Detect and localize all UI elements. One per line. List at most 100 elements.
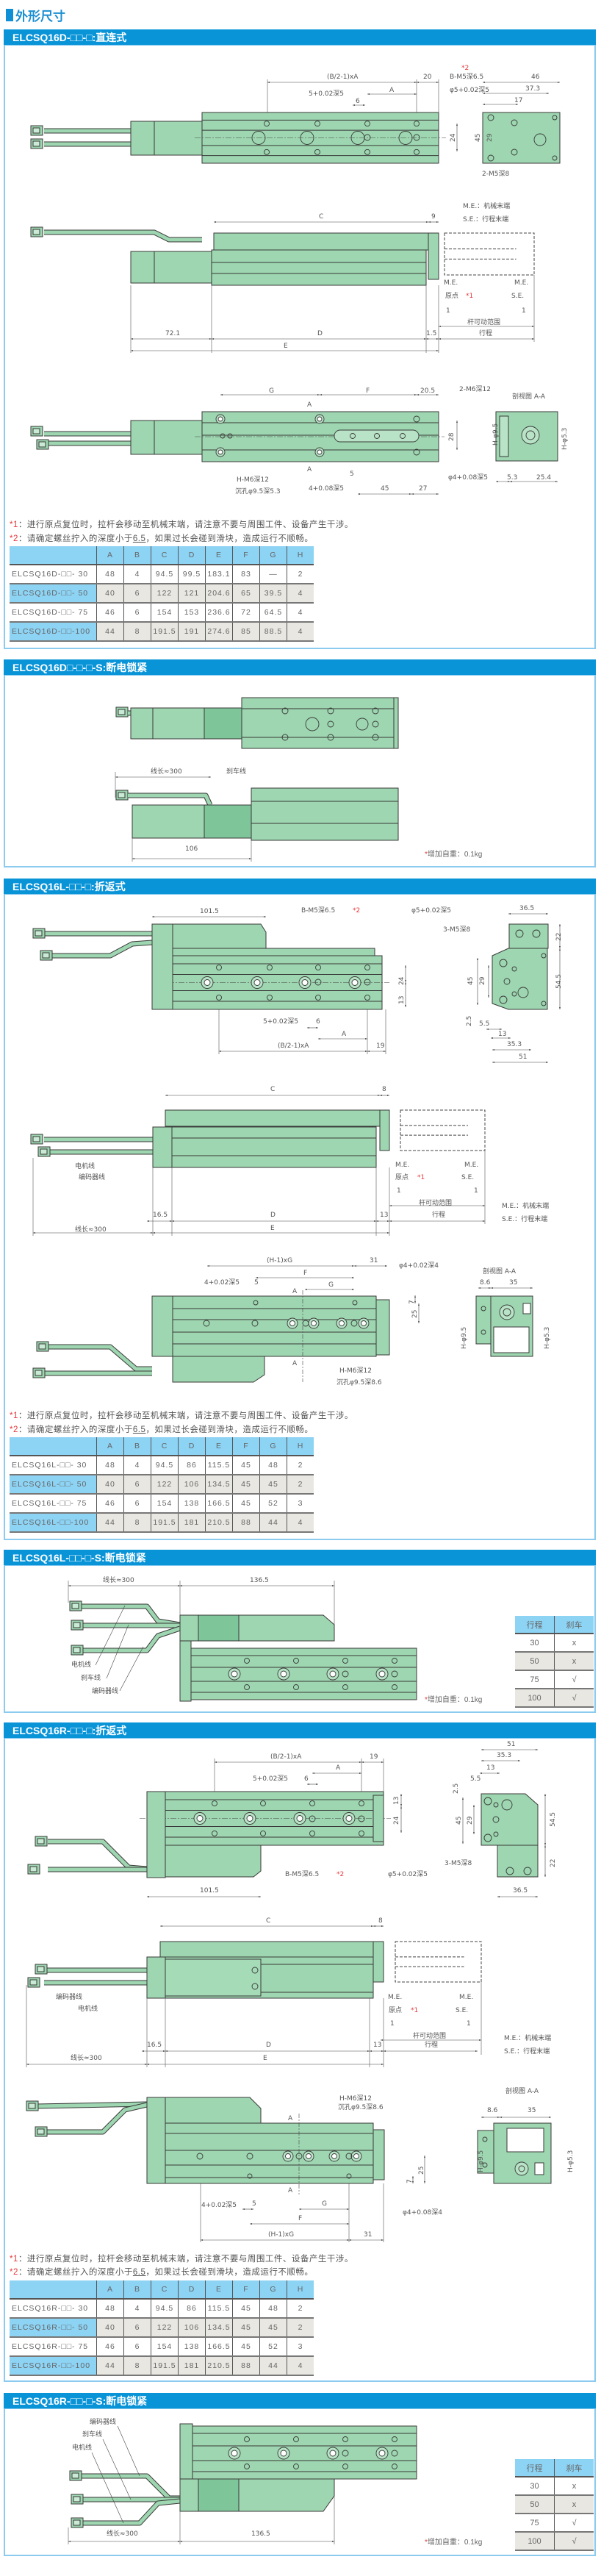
dimension-label: A [342,1031,347,1038]
dimension-label: H-φ9.5 [461,1326,468,1349]
value-cell: 181 [178,2356,206,2376]
dimension-label: 2.5 [466,1015,473,1026]
dimension-label: φ4+0.08深5 [448,474,488,482]
section-direct-brake-header: ELCSQ16D□-□-□-S:断电锁紧 [4,659,596,676]
dimension-label: A [336,1764,341,1772]
value-cell: 191.5 [151,622,179,642]
value-cell: 86 [178,1456,206,1475]
dimension-label: 编码器线 [79,1174,106,1181]
dimension-label: 4+0.02深5 [201,2202,237,2209]
value-cell: 138 [178,1494,206,1514]
section-fold-r-box [4,1739,596,2382]
value-cell: 86 [178,2299,206,2319]
dimension-label: 剖视图 A-A [512,393,546,401]
dimension-label: 杆可动范围 [413,2033,447,2040]
dimension-label: 19 [370,1753,378,1761]
note-2: *2：请确定螺丝拧入的深度小于6.5，如果过长会碰到滑块，造成运行不顺畅。 [10,2266,313,2278]
section-direct-brake-box [4,676,596,867]
dimension-label: 5.5 [479,1020,490,1028]
value-cell: 106 [178,1475,206,1495]
dimension-label: H-φ9.5 [492,423,500,446]
dimension-label: 29 [486,133,494,142]
note-2-text-end: ，如果过长会碰到滑块，造成运行不顺畅。 [145,2268,314,2277]
value-cell: 83 [232,565,260,584]
value-cell: 6 [123,603,151,623]
note-2-depth: 6.5 [132,1425,146,1434]
value-cell: 122 [151,584,179,604]
dimension-label: H-φ5.3 [567,2150,575,2172]
note-2-mark: *2 [10,2268,18,2277]
table-header-model [10,1437,97,1456]
dimension-label: S.E.：行程末端 [502,1216,548,1223]
dimension-label: M.E.：机械末端 [504,2035,552,2042]
dimension-label: 29 [467,1816,474,1825]
brake-cell: x [554,1634,594,1653]
dimension-label: F [366,387,370,395]
table-header-model [10,2280,97,2300]
dimension-label: M.E.：机械末端 [463,203,511,210]
dimension-label: *2 [337,1871,345,1878]
value-cell: 46 [96,603,124,623]
dimension-label: 刹车线 [82,2431,103,2439]
dimension-label: 13 [498,1031,507,1038]
value-cell: 88 [232,1513,260,1533]
value-cell: 4 [287,622,314,642]
dimension-label: 沉孔φ9.5深8.6 [338,2104,384,2111]
brake-cell: x [554,1652,594,1671]
value-cell: 44 [96,1513,124,1533]
dimension-label: 31 [370,1257,378,1264]
dimension-label: 1 [467,2020,471,2028]
dimension-label: 13 [393,1796,400,1805]
dimension-label: 35.3 [497,1752,512,1759]
drawing-fold-l-side [30,1095,486,1236]
dimension-label: *2 [461,65,469,72]
section-fold-l-brake-header: ELCSQ16L-□□-□-S:断电锁紧 [4,1550,596,1566]
dimension-label: 行程 [479,330,493,337]
drawing-direct-side-view [30,221,535,353]
dimension-label: 剖视图 A-A [483,1268,517,1276]
dimension-label: 行程 [432,1212,446,1219]
table-header-cell: H [287,2280,314,2300]
dimension-label: φ4+0.02深4 [399,1262,439,1270]
value-cell: 121 [178,584,206,604]
dimension-label: E [270,1225,275,1232]
drawing-brake-fold-l [68,1581,417,1702]
dimension-label: 8 [378,1917,383,1925]
stroke-cell: 100 [515,1689,555,1708]
weight-text: 增加自重：0.1kg [427,1696,483,1704]
table-header-cell: G [259,1437,287,1456]
model-cell: ELCSQ16D-□□-100 [10,622,97,642]
value-cell: 88 [232,2356,260,2376]
dimension-label: 7 [406,2179,414,2183]
drawing-fold-r-bottom [26,2097,552,2242]
value-cell: 94.5 [151,1456,179,1475]
value-cell: 106 [178,2318,206,2338]
dimension-label: H-φ9.5 [478,2150,485,2172]
value-cell: 45 [232,2318,260,2338]
value-cell: 181 [178,1513,206,1533]
added-weight-note: *增加自重：0.1kg [425,2536,482,2547]
dimension-label: 3-M5深8 [445,1860,472,1867]
table-row: 100√ [515,2532,594,2551]
value-cell: 210.5 [205,1513,233,1533]
note-2-depth: 6.5 [132,534,146,543]
brake-cell: x [554,2495,594,2514]
value-cell: 3 [287,1494,314,1514]
value-cell: 4 [123,565,151,584]
dimension-label: 剖视图 A-A [505,2088,539,2095]
value-cell: 88.5 [259,622,287,642]
model-cell: ELCSQ16L-□□- 50 [10,1475,97,1495]
dimension-label: 106 [185,845,198,853]
value-cell: 52 [259,2337,287,2357]
dimension-label: 45 [467,976,475,985]
note-1-text: ：进行原点复位时，拉杆会移动至机械末端，请注意不要与周围工件、设备产生干涉。 [18,520,353,529]
dimension-label: φ5+0.02深5 [450,87,489,94]
dimension-label: 线长≈300 [151,768,182,776]
